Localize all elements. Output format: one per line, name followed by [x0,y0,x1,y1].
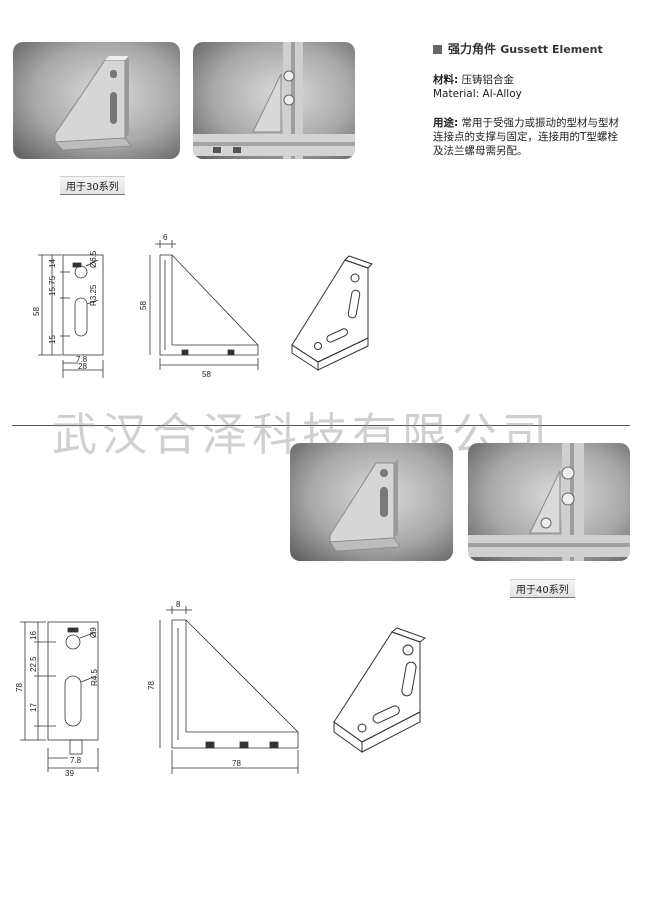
dim30-15: 15 [48,335,57,344]
dim40-17: 17 [29,703,38,712]
usage-block: 用途: 常用于受强力或振动的型材与型材连接点的支撑与固定，连接用的T型螺栓及法兰… [433,116,623,158]
material-row: 材料: 压铸铝合金 [433,73,514,87]
side-view-40 [159,606,299,774]
dim40-side78: 78 [147,681,156,690]
photo-30-assembly [193,42,355,159]
drawing-30: Ø6.5 R3.25 14 15.75 15 58 7.8 28 6 58 58 [32,233,373,379]
dim30-d-hole: Ø6.5 [89,250,98,268]
photo-40-assembly [468,443,630,561]
front-view-40 [20,621,99,772]
dim30-t6: 6 [163,233,168,242]
usage-text: 常用于受强力或振动的型材与型材连接点的支撑与固定，连接用的T型螺栓及法兰螺母需另… [433,117,620,157]
drawing-40: Ø9 R4.5 16 22.5 17 78 7.8 39 8 78 78 [15,600,427,778]
dim40-39: 39 [65,769,74,778]
dim40-16: 16 [29,631,38,640]
dim40-22-5: 22.5 [29,656,38,672]
dim40-7-8: 7.8 [70,756,82,765]
divider-line [12,425,630,426]
material-label: 材料: [433,74,459,86]
dim30-r-slot: R3.25 [89,284,98,306]
dim30-14: 14 [48,259,57,268]
caption-30-series: 用于30系列 [60,176,125,195]
usage-label: 用途: [433,117,459,129]
material-en: Material: Al-Alloy [433,88,522,100]
photo-30-bracket [13,42,180,159]
dim40-d-hole: Ø9 [89,627,98,638]
title-en: Gussett Element [500,43,603,56]
material-value: 压铸铝合金 [461,74,515,86]
iso-view-40 [333,627,427,753]
dim30-28: 28 [78,362,87,371]
dim30-side58: 58 [139,301,148,310]
title-cn: 强力角件 [448,42,497,56]
dim30-15-75: 15.75 [48,275,57,296]
front-view-30 [38,254,104,378]
dim40-t8: 8 [176,600,181,609]
side-view-30 [149,240,259,370]
dim40-78-left: 78 [15,683,24,692]
caption-40-series: 用于40系列 [510,579,575,598]
title-square-icon [433,45,442,54]
photo-40-bracket [290,443,453,561]
dim30-7-8: 7.8 [76,355,88,364]
dim30-58-left: 58 [32,307,41,316]
dim30-bottom58: 58 [202,370,211,379]
iso-view-30 [291,255,373,371]
dim40-bottom78: 78 [232,759,241,768]
section-title: 强力角件 Gussett Element [433,40,603,57]
dim40-r-slot: R4.5 [90,669,99,686]
